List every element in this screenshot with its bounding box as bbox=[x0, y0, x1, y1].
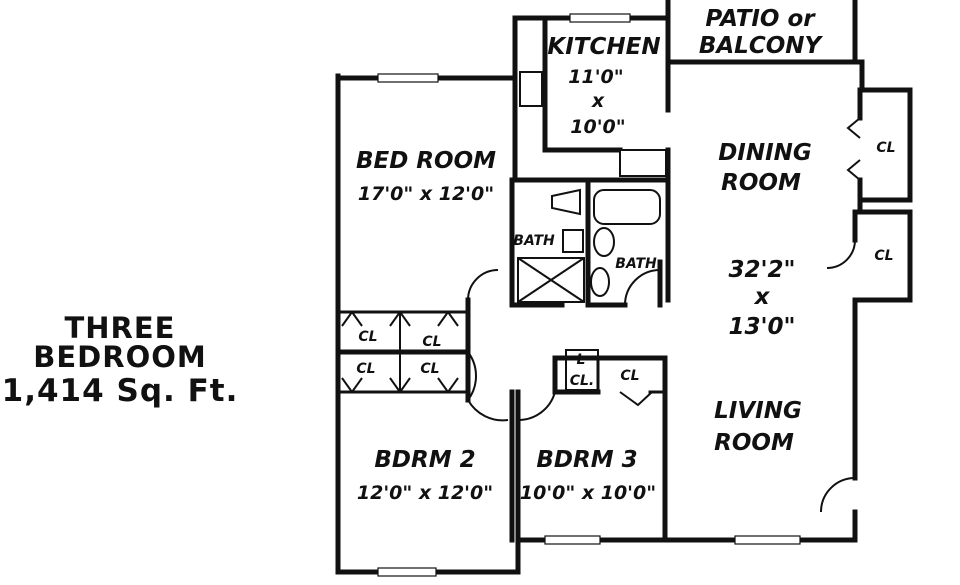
kitchen-dim-1: 11'0" bbox=[568, 66, 623, 88]
living-dim-x: x bbox=[754, 284, 771, 310]
bedroom-label: BED ROOM bbox=[356, 148, 496, 174]
linen-closet-label: CL. bbox=[570, 373, 595, 389]
doors bbox=[341, 117, 861, 513]
bdrm2-dims: 12'0" x 12'0" bbox=[357, 482, 493, 504]
bedroom-closet-1-label: CL bbox=[358, 329, 377, 345]
living-dim-1: 32'2" bbox=[728, 257, 795, 283]
dining-label-2: ROOM bbox=[721, 170, 801, 196]
bath-2-label: BATH bbox=[615, 256, 657, 272]
bdrm2-closet-1-label: CL bbox=[356, 361, 375, 377]
fixtures bbox=[517, 71, 667, 391]
dining-closet-2-label: CL bbox=[874, 248, 893, 264]
bdrm3-label: BDRM 3 bbox=[536, 447, 637, 473]
bdrm2-closet-2-label: CL bbox=[420, 361, 439, 377]
living-dim-2: 13'0" bbox=[728, 314, 795, 340]
bedroom-closet-2-label: CL bbox=[422, 334, 441, 350]
patio-label-1: PATIO or bbox=[705, 6, 816, 32]
kitchen-dim-x: x bbox=[591, 90, 605, 112]
room-labels: KITCHEN 11'0" x 10'0" PATIO or BALCONY B… bbox=[356, 6, 824, 504]
kitchen-label: KITCHEN bbox=[547, 34, 660, 60]
bdrm2-label: BDRM 2 bbox=[374, 447, 475, 473]
living-label-1: LIVING bbox=[714, 398, 802, 424]
dining-closet-1-label: CL bbox=[876, 140, 895, 156]
bath-1-label: BATH bbox=[513, 233, 555, 249]
linen-closet-l-label: L bbox=[577, 352, 586, 368]
dining-label-1: DINING bbox=[718, 140, 812, 166]
plan-heading-bedroom: BEDROOM bbox=[33, 340, 207, 374]
kitchen-dim-2: 10'0" bbox=[570, 116, 625, 138]
closet-labels: CL CL CL CL CL CL L CL. CL bbox=[356, 140, 895, 389]
plan-title: THREE BEDROOM 1,414 Sq. Ft. bbox=[0, 314, 240, 407]
bedroom-dims: 17'0" x 12'0" bbox=[358, 183, 494, 205]
patio-label-2: BALCONY bbox=[699, 33, 824, 59]
living-label-2: ROOM bbox=[714, 430, 794, 456]
plan-square-footage: 1,414 Sq. Ft. bbox=[1, 373, 239, 409]
plan-heading-three: THREE bbox=[64, 311, 176, 345]
bdrm3-closet-label: CL bbox=[620, 368, 639, 384]
bdrm3-dims: 10'0" x 10'0" bbox=[520, 482, 656, 504]
windows bbox=[377, 13, 801, 577]
